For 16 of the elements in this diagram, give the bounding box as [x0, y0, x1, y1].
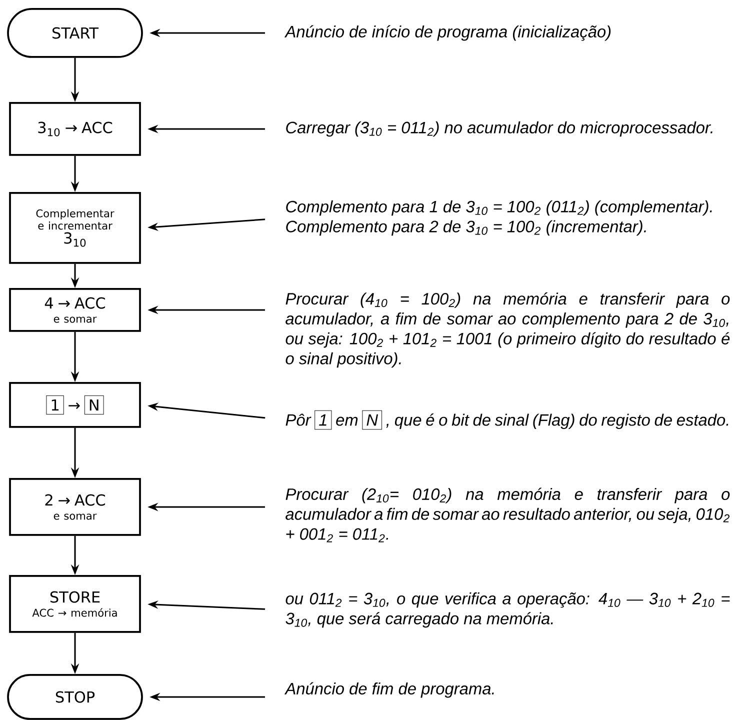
annotation-text: Procurar (4$_{10}$ = 100$_{2}$) na memória e transferir para o acumulador, a fim de somar ao complemento para 2 de 3$_{10}$, ou seja: 100$_{2}$ + 101$_{2}$ = 1001 (o primeiro dígito do resultado é o sinal positivo).	[286, 292, 730, 368]
terminal-box: START	[7, 8, 143, 58]
annotation-text: Procurar (2$_{10}$= 010$_{2}$) na memória e transferir para o acumulador a fim de somar ao resultado anterior, ou seja, 010$_{2}$ + 001$_{2}$ = 011$_{2}$.	[286, 488, 730, 542]
process-box: 3$_{10}$ → ACC	[9, 102, 141, 156]
annotation-text: Carregar (3$_{10}$ = 011$_{2}$) no acumulador do microprocessador.	[286, 121, 712, 137]
process-box: STORE ACC → memória	[9, 575, 141, 633]
process-box: 1 → N	[9, 382, 141, 428]
process-box: Complementar e incrementar 3$_{10}$	[9, 192, 141, 264]
annotation-text: ou 011$_{2}$ = 3$_{10}$, o que verifica a operação: 4$_{10}$ — 3$_{10}$ + 2$_{10}$ = 3$_{10}$, que será carregado na memória.	[286, 592, 730, 628]
annotation-text: Anúncio de início de programa (inicialização)	[284, 25, 611, 41]
terminal-box: STOP	[7, 674, 143, 720]
annotation-text: Pôr 1 em N , que é o bit de sinal (Flag) do registo de estado.	[286, 410, 728, 430]
annotation-text: Complemento para 1 de 3$_{10}$ = 100$_{2}$ (011$_{2}$) (complementar). Complemento para 2 de 3$_{10}$ = 100$_{2}$ (incrementar).	[286, 200, 712, 236]
process-box: 2 → ACC e somar	[9, 478, 141, 536]
process-box: 4 → ACC e somar	[9, 288, 141, 332]
annotation-text: Anúncio de fim de programa.	[284, 682, 494, 698]
